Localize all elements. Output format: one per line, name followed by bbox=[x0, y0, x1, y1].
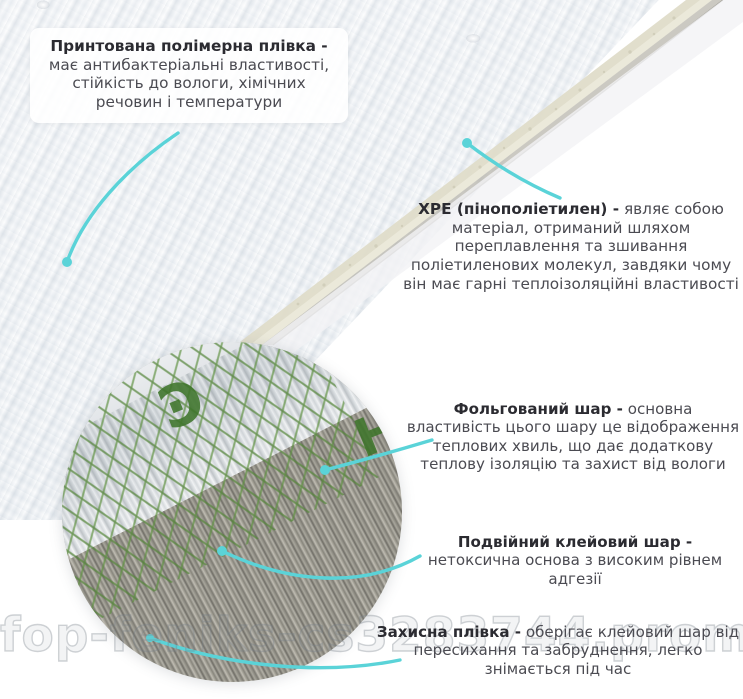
callout-protective-film-body: оберігає клейовий шар від пересихання та… bbox=[413, 623, 740, 678]
callout-polymer-film-lead: Принтована полімерна плівка - bbox=[50, 37, 328, 55]
callout-foil-layer-lead: Фольгований шар - bbox=[453, 400, 623, 418]
leader-dot-adhesive-layer bbox=[217, 546, 227, 556]
leader-dot-protective-film bbox=[146, 634, 154, 642]
callout-protective-film: Захисна плівка - оберігає клейовий шар в… bbox=[376, 623, 740, 678]
leader-dot-xpe bbox=[462, 138, 472, 148]
callout-foil-layer: Фольгований шар - основна властивість ць… bbox=[406, 400, 740, 474]
callout-adhesive-layer-body: нетоксична основа з високим рівнем адгез… bbox=[427, 551, 723, 588]
callout-polymer-film-body: має антибактеріальні властивості, стійкі… bbox=[48, 55, 330, 111]
leader-dot-foil-layer bbox=[320, 465, 330, 475]
callout-protective-film-lead: Захисна плівка - bbox=[376, 623, 522, 641]
leader-endpoint-dots bbox=[62, 138, 472, 642]
callout-foil-layer-body: основна властивість цього шару це відобр… bbox=[406, 400, 740, 474]
leader-foil-layer bbox=[323, 438, 434, 472]
leader-polymer-film bbox=[65, 131, 180, 264]
leader-protective-film bbox=[148, 636, 402, 670]
callout-xpe-body: являє собою матеріал, отриманий шляхом п… bbox=[403, 200, 739, 293]
leader-xpe bbox=[465, 141, 562, 200]
callout-xpe: XPE (пінополіетилен) - являє собою матер… bbox=[402, 200, 740, 293]
callout-adhesive-layer: Подвійний клейовий шар - нетоксична осно… bbox=[410, 533, 740, 588]
callout-xpe-lead: XPE (пінополіетилен) - bbox=[418, 200, 620, 218]
callout-adhesive-layer-lead: Подвійний клейовий шар - bbox=[457, 533, 693, 551]
callout-polymer-film: Принтована полімерна плівка - має антиба… bbox=[30, 28, 348, 123]
leader-dot-polymer-film bbox=[62, 257, 72, 267]
leader-adhesive-layer bbox=[220, 549, 422, 580]
